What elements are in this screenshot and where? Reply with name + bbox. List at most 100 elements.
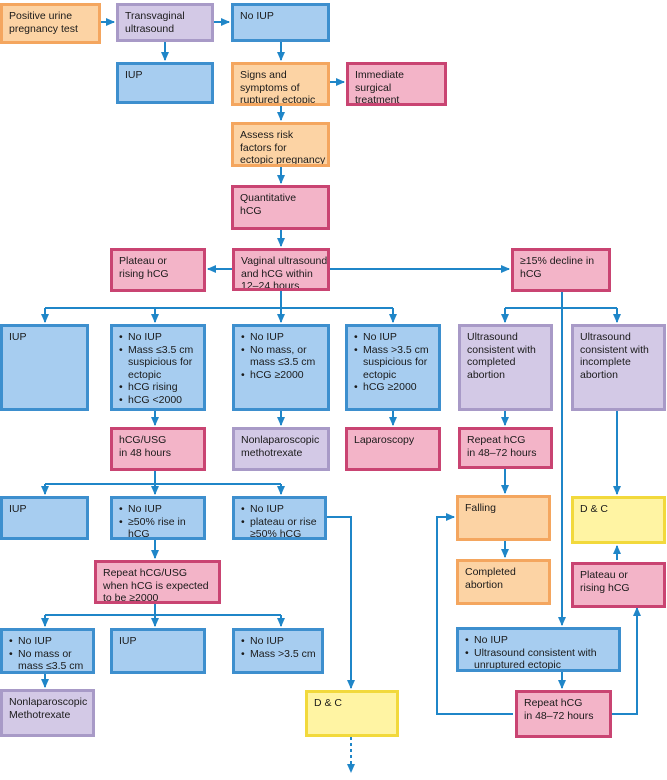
node-plateau-rising-hcg: Plateau or rising hCG (110, 248, 206, 292)
node-no-iup-50pct-rise: No IUP≥50% rise in hCG (110, 496, 206, 540)
node-text: consistent with (467, 343, 536, 356)
node-no-iup-plateau-rise-50pct: No IUPplateau or rise ≥50% hCG (232, 496, 327, 540)
node-laparoscopy: Laparoscopy (345, 427, 441, 471)
node-text: ultrasound (125, 22, 175, 35)
node-iup-3: IUP (0, 496, 89, 540)
bullet-text: hCG rising (119, 381, 197, 394)
node-repeat-hcg-usg-2000: Repeat hCG/USG when hCG is expected to b… (94, 560, 221, 604)
bullet-text: No IUP (241, 331, 321, 344)
node-text: ectopic pregnancy (240, 154, 326, 167)
node-text: abortion (465, 578, 503, 591)
node-text: and hCG within (241, 267, 313, 280)
node-us-completed-abortion: Ultrasound consistent with completed abo… (458, 324, 553, 411)
node-iup-top: IUP (116, 62, 214, 104)
bullet-text: No IUP (354, 331, 432, 344)
node-text: ≥15% decline in (520, 255, 595, 267)
node-hcg-usg-48-hours: hCG/USG in 48 hours (110, 427, 206, 471)
node-assess-risk-factors: Assess risk factors for ectopic pregnanc… (231, 122, 330, 167)
node-text: incomplete (580, 356, 631, 369)
bullet-text: plateau or rise ≥50% hCG (241, 516, 318, 537)
node-text: Falling (465, 502, 496, 514)
node-text: ruptured ectopic (240, 94, 316, 106)
node-no-iup-unruptured-ectopic: No IUPUltrasound consistent with unruptu… (456, 627, 621, 672)
edge-hcgusg-split (45, 471, 281, 485)
node-text: IUP (119, 635, 137, 647)
node-text: 12–24 hours (241, 280, 300, 291)
edge-repeatusg-split (45, 604, 281, 616)
node-repeat-hcg-48-72-2: Repeat hCG in 48–72 hours (515, 690, 612, 738)
node-quantitative-hcg: Quantitative hCG (231, 185, 330, 230)
node-text: Laparoscopy (354, 434, 415, 446)
bullet-text: hCG ≥2000 (354, 381, 432, 394)
node-text: rising hCG (580, 581, 630, 594)
node-text: No IUP (240, 10, 274, 22)
node-text: in 48–72 hours (524, 709, 594, 722)
edge-vaginal-branch-split (45, 291, 393, 309)
node-text: Methotrexate (9, 708, 71, 721)
node-text: Transvaginal (125, 10, 185, 22)
node-text: pregnancy test (9, 22, 78, 35)
node-text: IUP (9, 331, 27, 343)
bullet-text: No mass or mass ≤3.5 cm (9, 648, 86, 671)
node-text: to be ≥2000 (103, 592, 159, 604)
node-text: Nonlaparoscopic (9, 696, 88, 708)
node-no-iup-mass-le-3-5-hcg-rising: No IUPMass ≤3.5 cm suspicious for ectopi… (110, 324, 206, 411)
node-iup-4: IUP (110, 628, 206, 674)
node-text: abortion (467, 368, 505, 381)
node-text: Assess risk (240, 129, 294, 141)
node-no-iup-no-mass-2: No IUPNo mass or mass ≤3.5 cm (0, 628, 95, 674)
bullet-text: No IUP (9, 635, 86, 648)
node-positive-urine-test: Positive urine pregnancy test (0, 3, 101, 44)
node-transvaginal-ultrasound: Transvaginal ultrasound (116, 3, 214, 42)
node-repeat-hcg-48-72-1: Repeat hCG in 48–72 hours (458, 427, 553, 469)
node-iup-2: IUP (0, 324, 89, 411)
bullet-text: No IUP (465, 634, 612, 647)
edge-decline-split (505, 292, 617, 309)
node-text: treatment (355, 94, 400, 106)
node-text: Repeat hCG (467, 434, 526, 446)
edge-repeat2-plateau2-loop (612, 607, 641, 715)
edge-plateau50-dc2 (327, 516, 355, 689)
node-15pct-decline-hcg: ≥15% decline in hCG (511, 248, 611, 292)
node-immediate-surgical-treatment: Immediate surgical treatment (346, 62, 447, 106)
bullet-text: hCG ≥2000 (241, 369, 321, 382)
node-text: hCG (520, 267, 542, 280)
node-text: Ultrasound (580, 331, 631, 343)
node-text: Plateau or (119, 255, 167, 267)
node-text: Repeat hCG/USG (103, 567, 188, 579)
node-text: Vaginal ultrasound (241, 255, 328, 267)
node-text: Nonlaparoscopic (241, 434, 320, 446)
bullet-text: No IUP (119, 503, 197, 516)
node-plateau-rising-hcg-2: Plateau or rising hCG (571, 562, 666, 608)
node-us-incomplete-abortion: Ultrasound consistent with incomplete ab… (571, 324, 666, 411)
node-text: Plateau or (580, 569, 628, 581)
node-text: factors for (240, 141, 287, 154)
node-no-iup-mass-gt-3-5-2: No IUP Mass >3.5 cm (232, 628, 324, 674)
node-text: IUP (9, 503, 27, 515)
node-text: rising hCG (119, 267, 169, 280)
node-d-and-c-1: D & C (571, 496, 666, 544)
node-text: Immediate (355, 69, 405, 81)
bullet-text: No mass, or mass ≤3.5 cm (241, 344, 321, 369)
node-text: D & C (314, 697, 343, 709)
node-no-iup-top: No IUP (231, 3, 330, 42)
bullet-text: Mass ≤3.5 cm suspicious for ectopic (119, 344, 197, 382)
node-text: Ultrasound (467, 331, 518, 343)
node-nonlaparoscopic-methotrexate-1: Nonlaparoscopic methotrexate (232, 427, 330, 471)
node-vaginal-ultrasound-hcg: Vaginal ultrasound and hCG within 12–24 … (232, 248, 330, 291)
bullet-text: ≥50% rise in hCG (119, 516, 197, 537)
node-completed-abortion: Completed abortion (456, 559, 551, 605)
bullet-text: hCG <2000 (119, 394, 197, 407)
node-no-iup-mass-gt-3-5-hcg-ge-2000: No IUPMass >3.5 cm suspicious for ectopi… (345, 324, 441, 411)
bullet-text: No IUP (241, 635, 315, 648)
node-text: surgical (355, 81, 392, 94)
node-d-and-c-2: D & C (305, 690, 399, 737)
bullet-text: No IUP (241, 503, 318, 516)
bullet-text: Mass >3.5 cm (241, 648, 316, 661)
node-text: completed (467, 356, 516, 369)
node-text: methotrexate (241, 446, 303, 459)
node-text: Completed (465, 566, 516, 578)
node-text: hCG (240, 204, 262, 217)
node-text: in 48–72 hours (467, 446, 537, 459)
